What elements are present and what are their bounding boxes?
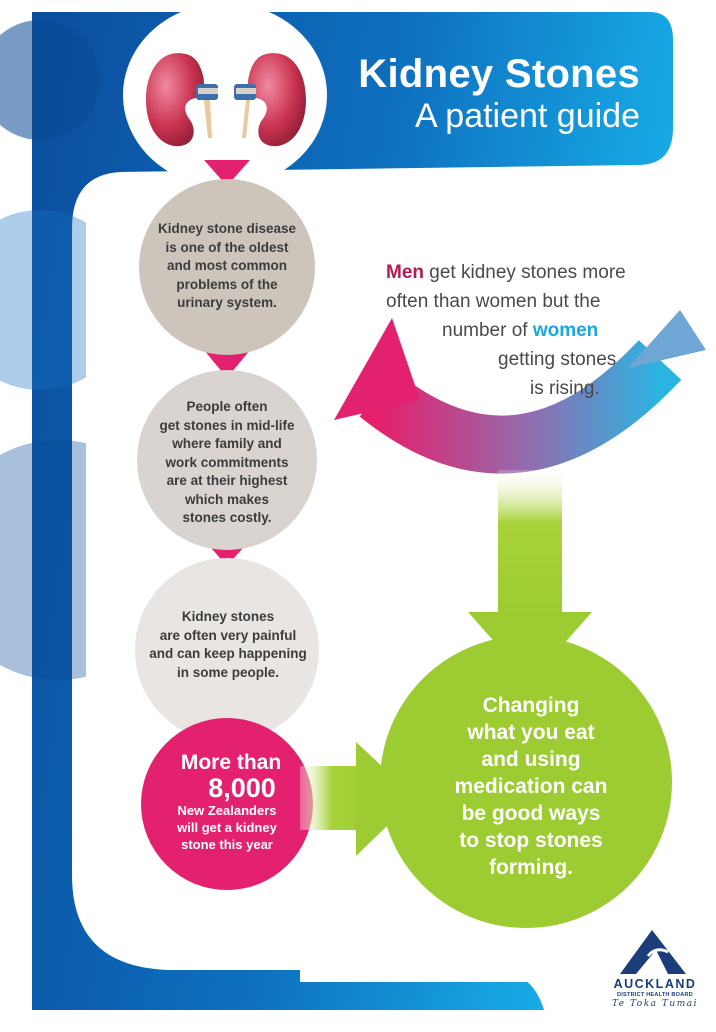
fact-3-text: Kidney stones are often very painful and… [140,608,316,682]
fact-line: and can keep happening [149,646,307,661]
fact-line: urinary system. [177,295,277,310]
fact-line: Kidney stones [181,609,275,624]
solution-line: medication can [454,775,608,798]
page-title: Kidney Stones [358,52,640,96]
fact-line: in some people. [176,664,280,680]
solution-line: forming. [489,856,573,879]
fact-2-text: People often get stones in mid-life wher… [142,398,312,528]
gender-text: get kidney stones more [424,262,626,283]
stat-number: 8,000 [208,773,276,803]
stat-callout: More than 8,000 New Zealanders will get … [142,752,302,853]
adhb-logo: AUCKLAND DISTRICT HEALTH BOARD Te Toka T… [600,978,710,1010]
logo-subtitle: DISTRICT HEALTH BOARD [617,992,693,998]
fact-line: are at their highest [166,473,288,488]
solution-text: Changing what you eat and using medicati… [436,692,626,881]
logo-maori: Te Toka Tumai [612,999,698,1009]
gender-line-2: often than women but the [386,291,601,312]
fact-line: stones costly. [182,510,272,525]
fact-line: People often [186,399,268,414]
fact-line: where family and [172,436,282,451]
women-highlight: women [532,320,599,341]
curved-double-arrow [334,310,706,474]
gender-line-1: Men get kidney stones more [386,258,626,287]
solution-line: be good ways [461,802,601,825]
fact-line: get stones in mid-life [159,417,295,433]
fact-1-text: Kidney stone disease is one of the oldes… [147,220,307,313]
title-block: Kidney Stones A patient guide [358,52,640,136]
fact-line: and most common [166,258,287,273]
gender-line-5: is rising. [530,378,600,399]
solution-line: what you eat [467,721,595,744]
fact-line: is one of the oldest [165,239,289,255]
page-subtitle: A patient guide [415,97,640,135]
gender-line-3: number of women [442,316,598,345]
logo-name: AUCKLAND [613,977,697,991]
fact-line: Kidney stone disease [157,221,297,236]
fact-line: are often very painful [159,627,297,643]
men-highlight: Men [386,262,424,283]
fact-line: problems of the [176,276,278,292]
stat-line: will get a kidney [177,820,277,835]
solution-line: to stop stones [459,829,603,852]
stat-lead: More than [180,751,282,774]
stat-line: stone this year [181,837,273,852]
solution-line: and using [481,748,581,771]
fact-line: work commitments [165,454,289,470]
solution-line: Changing [482,694,580,717]
kidneys-icon [146,53,306,147]
stat-line: New Zealanders [177,803,277,818]
fact-line: which makes [184,491,270,507]
gender-line-4: getting stones [498,349,617,370]
adhb-logo-icon [620,930,686,974]
gender-text: number of [442,320,533,341]
